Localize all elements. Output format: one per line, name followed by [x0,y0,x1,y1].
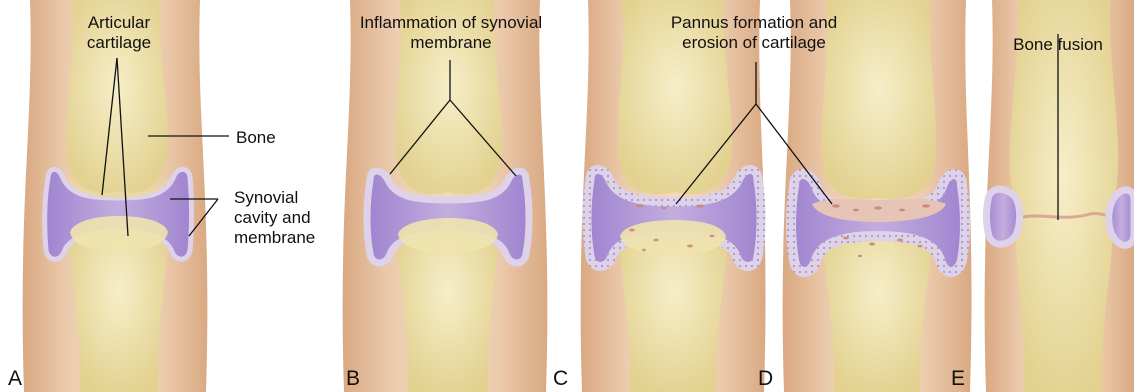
panel-a [23,0,229,392]
label-articular-cartilage: Articular cartilage [87,13,151,53]
panel-c [581,0,766,392]
panel-e [985,0,1134,392]
synovial-remnant-left [987,189,1020,244]
label-line: Inflammation of synovial [360,13,542,33]
label-line: cartilage [87,33,151,53]
panel-letter-b: B [346,367,360,391]
label-line: membrane [360,33,542,53]
panel-letter-e: E [951,367,965,391]
label-pannus-erosion: Pannus formation and erosion of cartilag… [671,13,837,53]
label-bone-fusion: Bone fusion [1013,35,1103,55]
label-line: membrane [234,228,315,248]
panel-b [343,0,548,392]
label-line: erosion of cartilage [671,33,837,53]
label-line: cavity and [234,208,315,228]
label-synovial-cavity-membrane: Synovial cavity and membrane [234,188,315,248]
label-inflammation: Inflammation of synovial membrane [360,13,542,53]
fused-bone [1010,0,1118,392]
label-line: Articular [87,13,151,33]
panel-letter-a: A [8,367,22,391]
label-line: Synovial [234,188,315,208]
panel-letter-d: D [758,367,773,391]
label-bone: Bone [236,128,276,148]
panel-letter-c: C [553,367,568,391]
synovial-remnant-right [1109,190,1134,245]
proximal-bone [822,0,937,199]
label-line: Pannus formation and [671,13,837,33]
